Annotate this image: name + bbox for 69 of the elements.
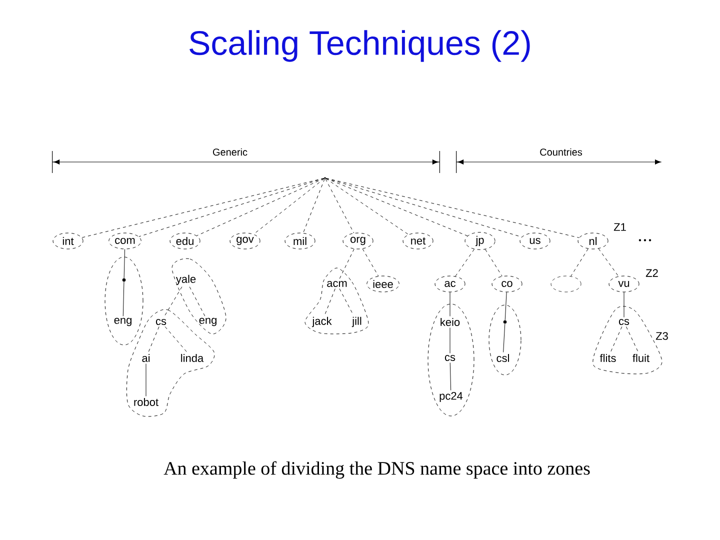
tree-line [164, 326, 188, 352]
zone-label: Z1 [614, 223, 626, 231]
tree-line [455, 249, 474, 277]
dimension-label: Generic [213, 148, 248, 156]
domain-oval: edu [170, 232, 200, 250]
domain-oval: int [52, 232, 84, 250]
domain-label: linda [181, 354, 204, 362]
zone-label: Z2 [646, 269, 658, 277]
domain-label: fluit [632, 354, 650, 362]
tree-line [610, 326, 622, 352]
tree-line [362, 248, 379, 276]
zone-label: Z3 [656, 332, 668, 340]
domain-oval: nl [578, 232, 608, 250]
tree-line [148, 326, 160, 352]
domain-label: eng [199, 318, 216, 326]
domain-label: acm [327, 280, 347, 287]
tree-line [570, 248, 588, 276]
domain-label: eng [114, 318, 132, 326]
tree-line [82, 178, 324, 238]
tree-line [324, 288, 336, 316]
domain-oval: mil [284, 232, 316, 250]
tree-line [450, 362, 452, 391]
tree-line [124, 249, 126, 278]
tree-line [626, 326, 639, 352]
domain-label: cs [618, 318, 630, 325]
domain-oval: vu [608, 276, 640, 292]
tree-line [196, 178, 324, 236]
ellipsis-dots: • • • [638, 239, 652, 242]
domain-label: pc24 [440, 392, 463, 402]
tree-line [326, 178, 580, 238]
domain-label: cs [156, 318, 166, 325]
domain-label: keio [440, 318, 460, 326]
tree-line [164, 286, 182, 318]
domain-oval: net [402, 232, 434, 250]
domain-oval: us [520, 232, 550, 250]
tree-line [302, 178, 325, 234]
tree-line [485, 249, 502, 276]
tree-line [339, 288, 354, 316]
domain-label: robot [134, 398, 158, 406]
tree-line [253, 178, 324, 234]
domain-oval: ieee [366, 276, 400, 292]
tree-line [138, 178, 324, 237]
domain-label: jill [352, 316, 362, 328]
tree-line [598, 248, 619, 277]
domain-oval: com [108, 232, 142, 250]
tree-line [339, 248, 354, 280]
domain-label: flits [600, 354, 616, 362]
tree-line [504, 292, 507, 320]
figure-caption: An example of dividing the DNS name space into zones [164, 461, 590, 479]
tree-line [503, 324, 506, 352]
dimension-label: Countries [540, 148, 582, 156]
domain-oval: jp [464, 232, 496, 250]
tree-line [326, 178, 409, 235]
slide-title: Scaling Techniques (2) [190, 30, 530, 62]
domain-label: cs [444, 354, 456, 361]
domain-oval [550, 276, 582, 292]
domain-oval: org [342, 232, 374, 250]
domain-label: yale [176, 274, 196, 286]
domain-label: csl [496, 354, 509, 362]
tree-line [326, 178, 522, 238]
tree-line [325, 178, 354, 234]
tree-line [122, 282, 124, 316]
tree-line [326, 178, 468, 236]
domain-oval: gov [230, 232, 260, 250]
domain-label: jack [312, 316, 332, 328]
domain-oval: ac [434, 276, 466, 292]
domain-oval: co [492, 276, 522, 292]
domain-label: ai [142, 354, 150, 362]
tree-line [189, 286, 206, 316]
